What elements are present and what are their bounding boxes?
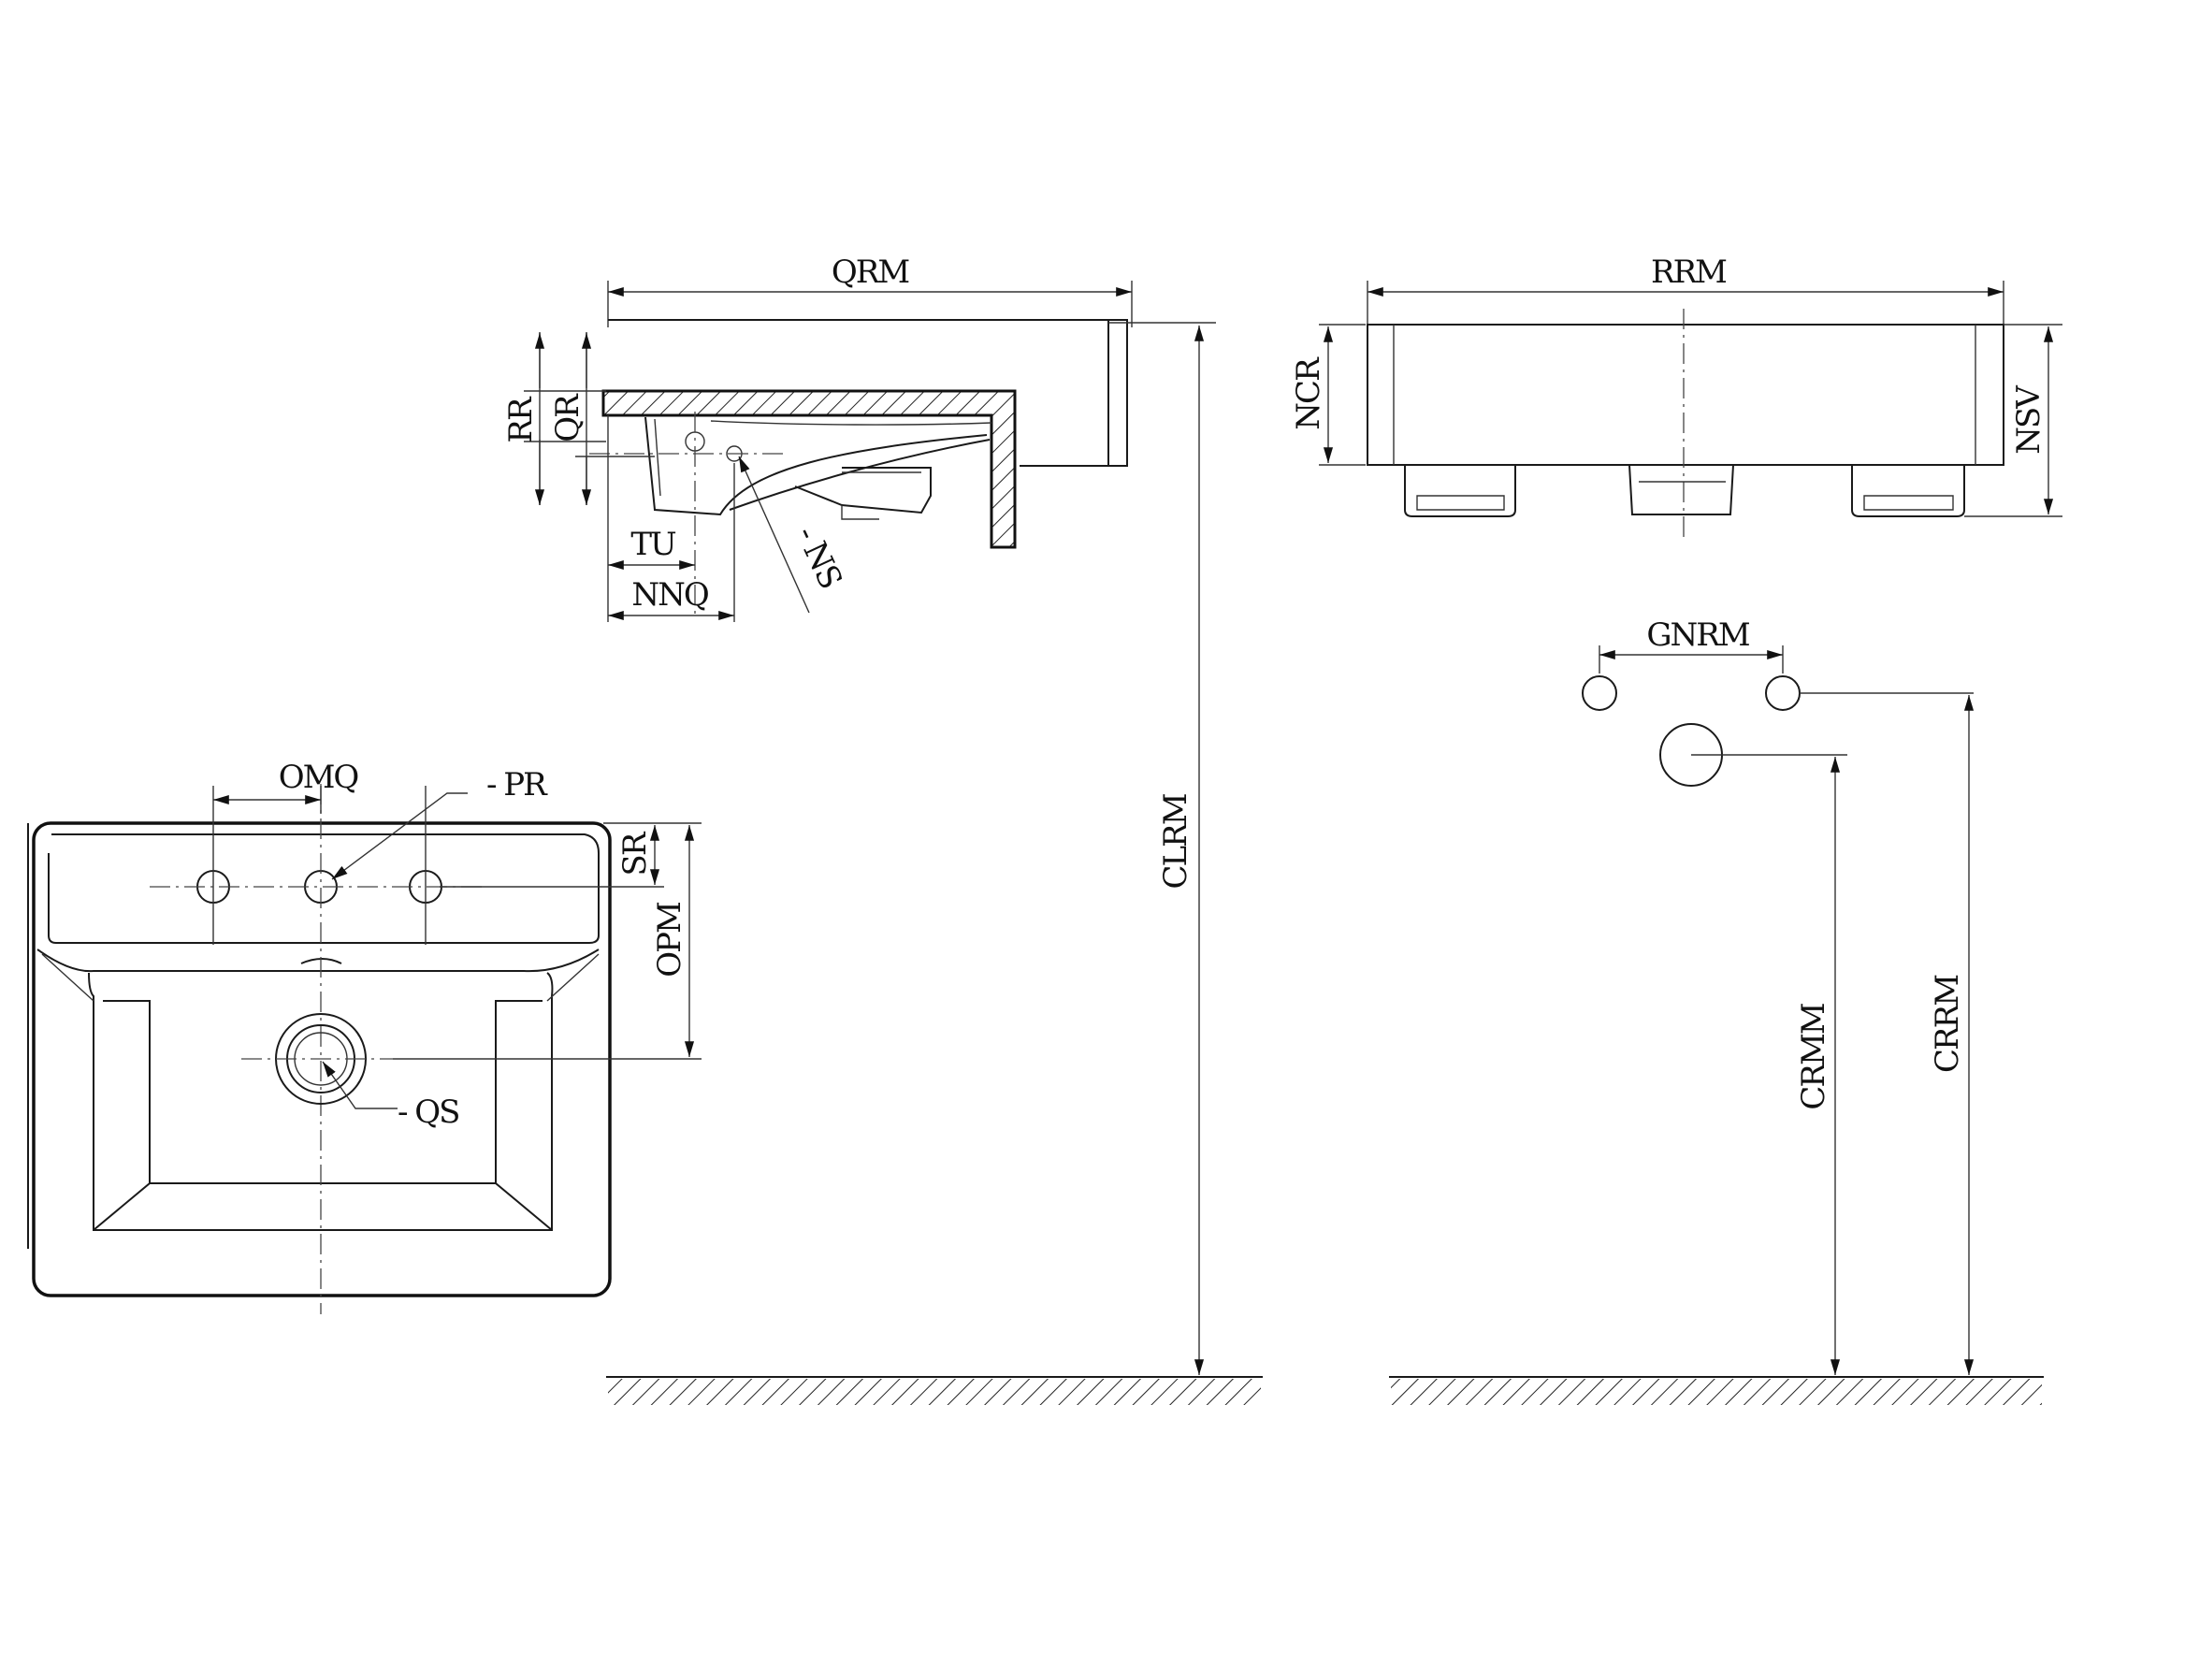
side-dim-qr: QR <box>549 393 586 442</box>
side-dim-nnq: NNQ <box>631 576 708 614</box>
tap-spacing-label: OMQ <box>279 759 358 796</box>
drain-offset-label: OPM <box>651 902 688 978</box>
side-basin-outline <box>608 319 1128 467</box>
drain-dia-label: - QS <box>398 1093 458 1131</box>
top-view: OMQ - PR SR OPM - QS <box>27 759 702 1314</box>
wall-section <box>601 389 1017 549</box>
front-width-label: RRM <box>1651 253 1727 291</box>
side-view: QRM RR QR TU NNQ <box>502 253 1133 622</box>
floor-left <box>606 1376 1263 1405</box>
side-width-label: QRM <box>832 253 909 291</box>
front-left-height-label: NCR <box>1290 356 1327 430</box>
drain-height-label: CRMM <box>1795 1003 1832 1109</box>
side-dim-rr: RR <box>502 396 540 443</box>
floor-right <box>1389 1376 2044 1405</box>
fix-hole-left <box>1582 675 1617 711</box>
hole-spacing-label: GNRM <box>1646 616 1750 654</box>
wall-holes: GNRM CRMM CRRM <box>1582 616 1975 1375</box>
side-dim-tu: TU <box>630 526 676 563</box>
front-view: RRM NCR NSV <box>1290 253 2062 543</box>
fix-hole-right <box>1765 675 1801 711</box>
front-right-height-label: NSV <box>2010 384 2048 455</box>
tap-hole-label: - PR <box>486 766 548 804</box>
back-offset-label: SR <box>616 831 654 876</box>
mount-height-label: CLRM <box>1157 793 1194 889</box>
fix-height-label: CRRM <box>1929 975 1966 1073</box>
mount-height-dim: CLRM <box>1108 322 1216 1375</box>
side-dim-ns: - NS <box>789 520 849 593</box>
